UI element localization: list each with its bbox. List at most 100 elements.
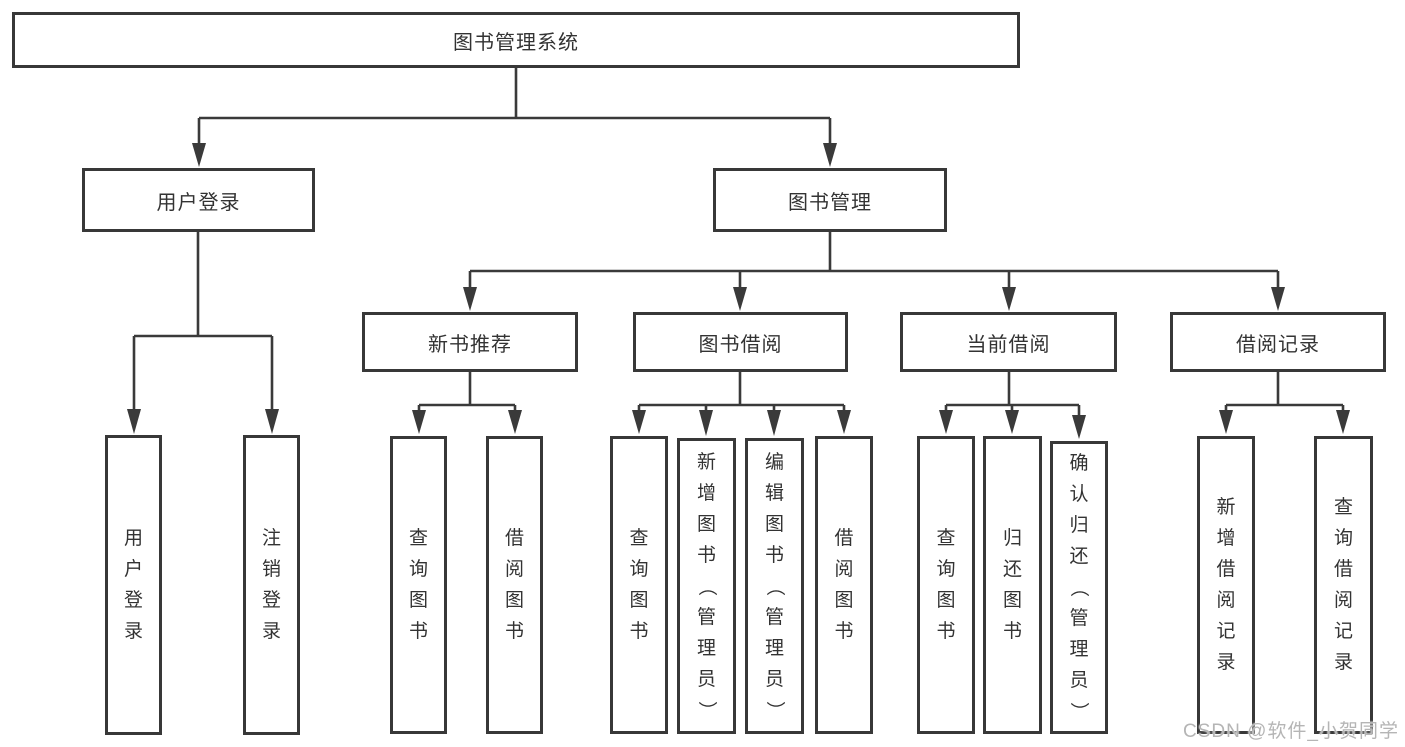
leaf-confirm-return-admin: 确认归还（管理员） bbox=[1050, 441, 1108, 734]
label-char: 书 bbox=[408, 621, 428, 642]
label-char: 员 bbox=[764, 668, 784, 690]
node-new-book-recommend: 新书推荐 bbox=[362, 312, 578, 372]
label-char: 阅 bbox=[1333, 590, 1353, 611]
label-char: （ bbox=[1068, 577, 1090, 598]
label-char: 归 bbox=[1069, 515, 1089, 536]
label-char: 注 bbox=[261, 528, 281, 549]
label-char: 编 bbox=[764, 451, 784, 473]
arrow-icon bbox=[192, 143, 206, 167]
leaf-label: 查询借阅记录 bbox=[1334, 492, 1353, 678]
leaf-label: 注销登录 bbox=[262, 523, 281, 647]
connector-borrowing-records-to-leaves bbox=[1224, 372, 1345, 413]
leaf-add-book-admin: 新增图书（管理员） bbox=[677, 438, 736, 734]
label-char: 阅 bbox=[1216, 590, 1236, 611]
leaf-query-book-1: 查询图书 bbox=[390, 436, 447, 734]
label-char: 管 bbox=[764, 606, 784, 628]
leaf-query-book-2: 查询图书 bbox=[610, 436, 668, 734]
label-char: 图 bbox=[629, 590, 649, 611]
node-label: 借阅记录 bbox=[1236, 333, 1320, 356]
label-char: 理 bbox=[764, 637, 784, 659]
arrow-icon bbox=[1072, 415, 1086, 439]
label-char: 录 bbox=[1216, 652, 1236, 673]
node-root-library-management-system: 图书管理系统 bbox=[12, 12, 1020, 68]
label-char: 新 bbox=[696, 451, 716, 473]
label-char: 新 bbox=[1216, 497, 1236, 518]
label-char: 管 bbox=[1069, 608, 1089, 629]
leaf-borrow-book-1: 借阅图书 bbox=[486, 436, 543, 734]
arrow-icon bbox=[699, 410, 713, 436]
leaf-user-login: 用户登录 bbox=[105, 435, 162, 735]
leaf-return-book: 归还图书 bbox=[983, 436, 1042, 734]
label-char: 书 bbox=[696, 544, 716, 566]
leaf-label: 新增借阅记录 bbox=[1216, 492, 1235, 678]
label-char: 询 bbox=[936, 559, 956, 580]
label-char: 录 bbox=[123, 621, 143, 642]
label-char: 询 bbox=[1333, 528, 1353, 549]
leaf-add-borrow-record: 新增借阅记录 bbox=[1197, 436, 1255, 734]
arrow-icon bbox=[1219, 410, 1233, 434]
label-char: 借 bbox=[834, 528, 854, 549]
label-char: 销 bbox=[261, 559, 281, 580]
label-char: 图 bbox=[936, 590, 956, 611]
arrow-icon bbox=[1271, 287, 1285, 311]
label-char: 阅 bbox=[834, 559, 854, 580]
leaf-label: 编辑图书（管理员） bbox=[764, 447, 785, 726]
leaf-query-borrow-record: 查询借阅记录 bbox=[1314, 436, 1373, 734]
label-char: 书 bbox=[936, 621, 956, 642]
arrow-icon bbox=[412, 410, 426, 434]
arrowheads bbox=[127, 143, 1350, 439]
connector-user-login-to-leaves bbox=[132, 232, 274, 412]
arrow-icon bbox=[939, 410, 953, 434]
label-char: 理 bbox=[1069, 639, 1089, 660]
label-char: ） bbox=[695, 700, 717, 720]
arrow-icon bbox=[837, 410, 851, 434]
arrow-icon bbox=[463, 287, 477, 311]
label-char: 归 bbox=[1002, 528, 1022, 549]
label-char: 理 bbox=[696, 637, 716, 659]
node-label: 图书借阅 bbox=[698, 333, 783, 356]
label-char: （ bbox=[763, 576, 785, 596]
label-char: 图 bbox=[504, 590, 524, 611]
label-char: 查 bbox=[1333, 497, 1353, 518]
label-char: 查 bbox=[408, 528, 428, 549]
label-char: 查 bbox=[936, 528, 956, 549]
node-book-borrowing: 图书借阅 bbox=[633, 312, 848, 372]
label-char: 记 bbox=[1216, 621, 1236, 642]
leaf-label: 新增图书（管理员） bbox=[696, 447, 717, 726]
label-char: 图 bbox=[764, 513, 784, 535]
label-char: （ bbox=[695, 576, 717, 596]
arrow-icon bbox=[1002, 287, 1016, 311]
connector-new-book-to-leaves bbox=[417, 372, 517, 413]
arrow-icon bbox=[1005, 410, 1019, 434]
label-char: 录 bbox=[1333, 652, 1353, 673]
label-char: 图 bbox=[834, 590, 854, 611]
arrow-icon bbox=[265, 409, 279, 434]
node-label: 图书管理 bbox=[788, 191, 872, 214]
arrow-icon bbox=[823, 143, 837, 167]
leaf-label: 确认归还（管理员） bbox=[1068, 448, 1089, 727]
connector-root-to-level2 bbox=[197, 68, 832, 146]
node-current-borrowing: 当前借阅 bbox=[900, 312, 1117, 372]
label-char: ） bbox=[763, 700, 785, 720]
arrow-icon bbox=[508, 410, 522, 434]
leaf-query-book-3: 查询图书 bbox=[917, 436, 975, 734]
leaf-label: 借阅图书 bbox=[834, 523, 853, 647]
label-char: 员 bbox=[696, 668, 716, 690]
leaf-logout: 注销登录 bbox=[243, 435, 300, 735]
node-user-login: 用户登录 bbox=[82, 168, 315, 232]
node-borrowing-records: 借阅记录 bbox=[1170, 312, 1386, 372]
label-char: 图 bbox=[1002, 590, 1022, 611]
leaf-label: 查询图书 bbox=[409, 523, 428, 647]
label-char: 书 bbox=[504, 621, 524, 642]
label-char: ） bbox=[1068, 701, 1090, 722]
label-char: 增 bbox=[696, 482, 716, 504]
label-char: 询 bbox=[408, 559, 428, 580]
label-char: 辑 bbox=[764, 482, 784, 504]
label-char: 员 bbox=[1069, 670, 1089, 691]
leaf-label: 查询图书 bbox=[629, 523, 648, 647]
connector-book-borrowing-to-leaves bbox=[637, 372, 846, 413]
node-label: 新书推荐 bbox=[428, 333, 512, 356]
leaf-label: 归还图书 bbox=[1003, 523, 1022, 647]
csdn-watermark: CSDN @软件_小贺同学 bbox=[1183, 721, 1399, 742]
label-char: 登 bbox=[261, 590, 281, 611]
